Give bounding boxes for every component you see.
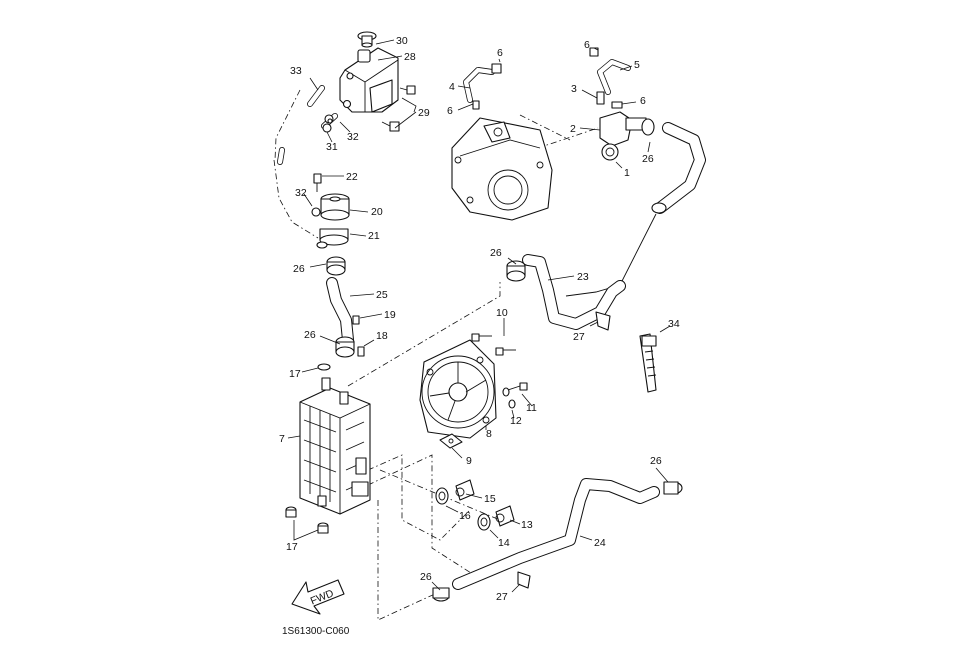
callout-9: 9	[466, 455, 472, 467]
callout-30: 30	[396, 35, 408, 47]
callout-31: 31	[326, 141, 338, 153]
callout-6: 6	[497, 47, 503, 59]
radiator-hose-25	[317, 256, 365, 371]
callout-15: 15	[484, 493, 496, 505]
callout-19: 19	[384, 309, 396, 321]
cylinder-head	[451, 117, 553, 221]
filler-neck	[311, 173, 350, 249]
callout-14: 14	[498, 537, 510, 549]
callout-16: 16	[459, 510, 471, 522]
overflow-hose-31	[321, 113, 338, 133]
callout-26: 26	[650, 455, 662, 467]
reservoir-bolts	[381, 85, 416, 132]
callout-26: 26	[304, 329, 316, 341]
fittings	[435, 479, 515, 531]
callout-27: 27	[496, 591, 508, 603]
leader-lines	[287, 39, 671, 593]
callout-3: 3	[571, 83, 577, 95]
breather-hose	[277, 85, 325, 165]
callout-32: 32	[347, 131, 359, 143]
callout-27: 27	[573, 331, 585, 343]
callout-26: 26	[293, 263, 305, 275]
callout-26: 26	[642, 153, 654, 165]
callout-6: 6	[584, 39, 590, 51]
callout-26: 26	[490, 247, 502, 259]
callout-7: 7	[279, 433, 285, 445]
nut-9	[439, 433, 463, 449]
callout-33: 33	[290, 65, 302, 77]
callout-13: 13	[521, 519, 533, 531]
small-hose-4	[463, 63, 502, 110]
callout-1: 1	[624, 167, 630, 179]
callout-32: 32	[295, 187, 307, 199]
callout-21: 21	[368, 230, 380, 242]
radiator	[299, 377, 371, 515]
callout-8: 8	[486, 428, 492, 440]
thermostat-housing	[589, 47, 655, 161]
callout-34: 34	[668, 318, 680, 330]
callout-5: 5	[634, 59, 640, 71]
radiator-hose-23	[506, 122, 706, 331]
callout-6: 6	[447, 105, 453, 117]
reservoir-cap	[357, 31, 377, 48]
callout-24: 24	[594, 537, 606, 549]
radiator-hose-24	[432, 478, 683, 602]
callout-11: 11	[526, 402, 537, 414]
callout-17: 17	[289, 368, 301, 380]
callout-4: 4	[449, 81, 455, 93]
fan-shroud	[419, 339, 497, 439]
callout-22: 22	[346, 171, 358, 183]
reservoir-tank	[339, 47, 399, 113]
cable-tie	[639, 333, 657, 393]
callout-20: 20	[371, 206, 383, 218]
callout-29: 29	[418, 107, 430, 119]
callout-12: 12	[510, 415, 522, 427]
callout-28: 28	[404, 51, 416, 63]
callout-2: 2	[570, 123, 576, 135]
callout-17: 17	[286, 541, 298, 553]
drawing-code: 1S61300-C060	[282, 626, 350, 637]
callout-23: 23	[577, 271, 589, 283]
shroud-bolts	[471, 333, 528, 409]
callout-10: 10	[496, 307, 508, 319]
callout-25: 25	[376, 289, 388, 301]
callout-labels: 30 28 33 29 32 31 6 4 6 6 5 3 6 2 1 26 2…	[279, 35, 680, 603]
callout-26: 26	[420, 571, 432, 583]
fwd-arrow: FWD	[291, 579, 345, 615]
grommets-17	[285, 506, 329, 534]
callout-18: 18	[376, 330, 388, 342]
callout-6: 6	[640, 95, 646, 107]
